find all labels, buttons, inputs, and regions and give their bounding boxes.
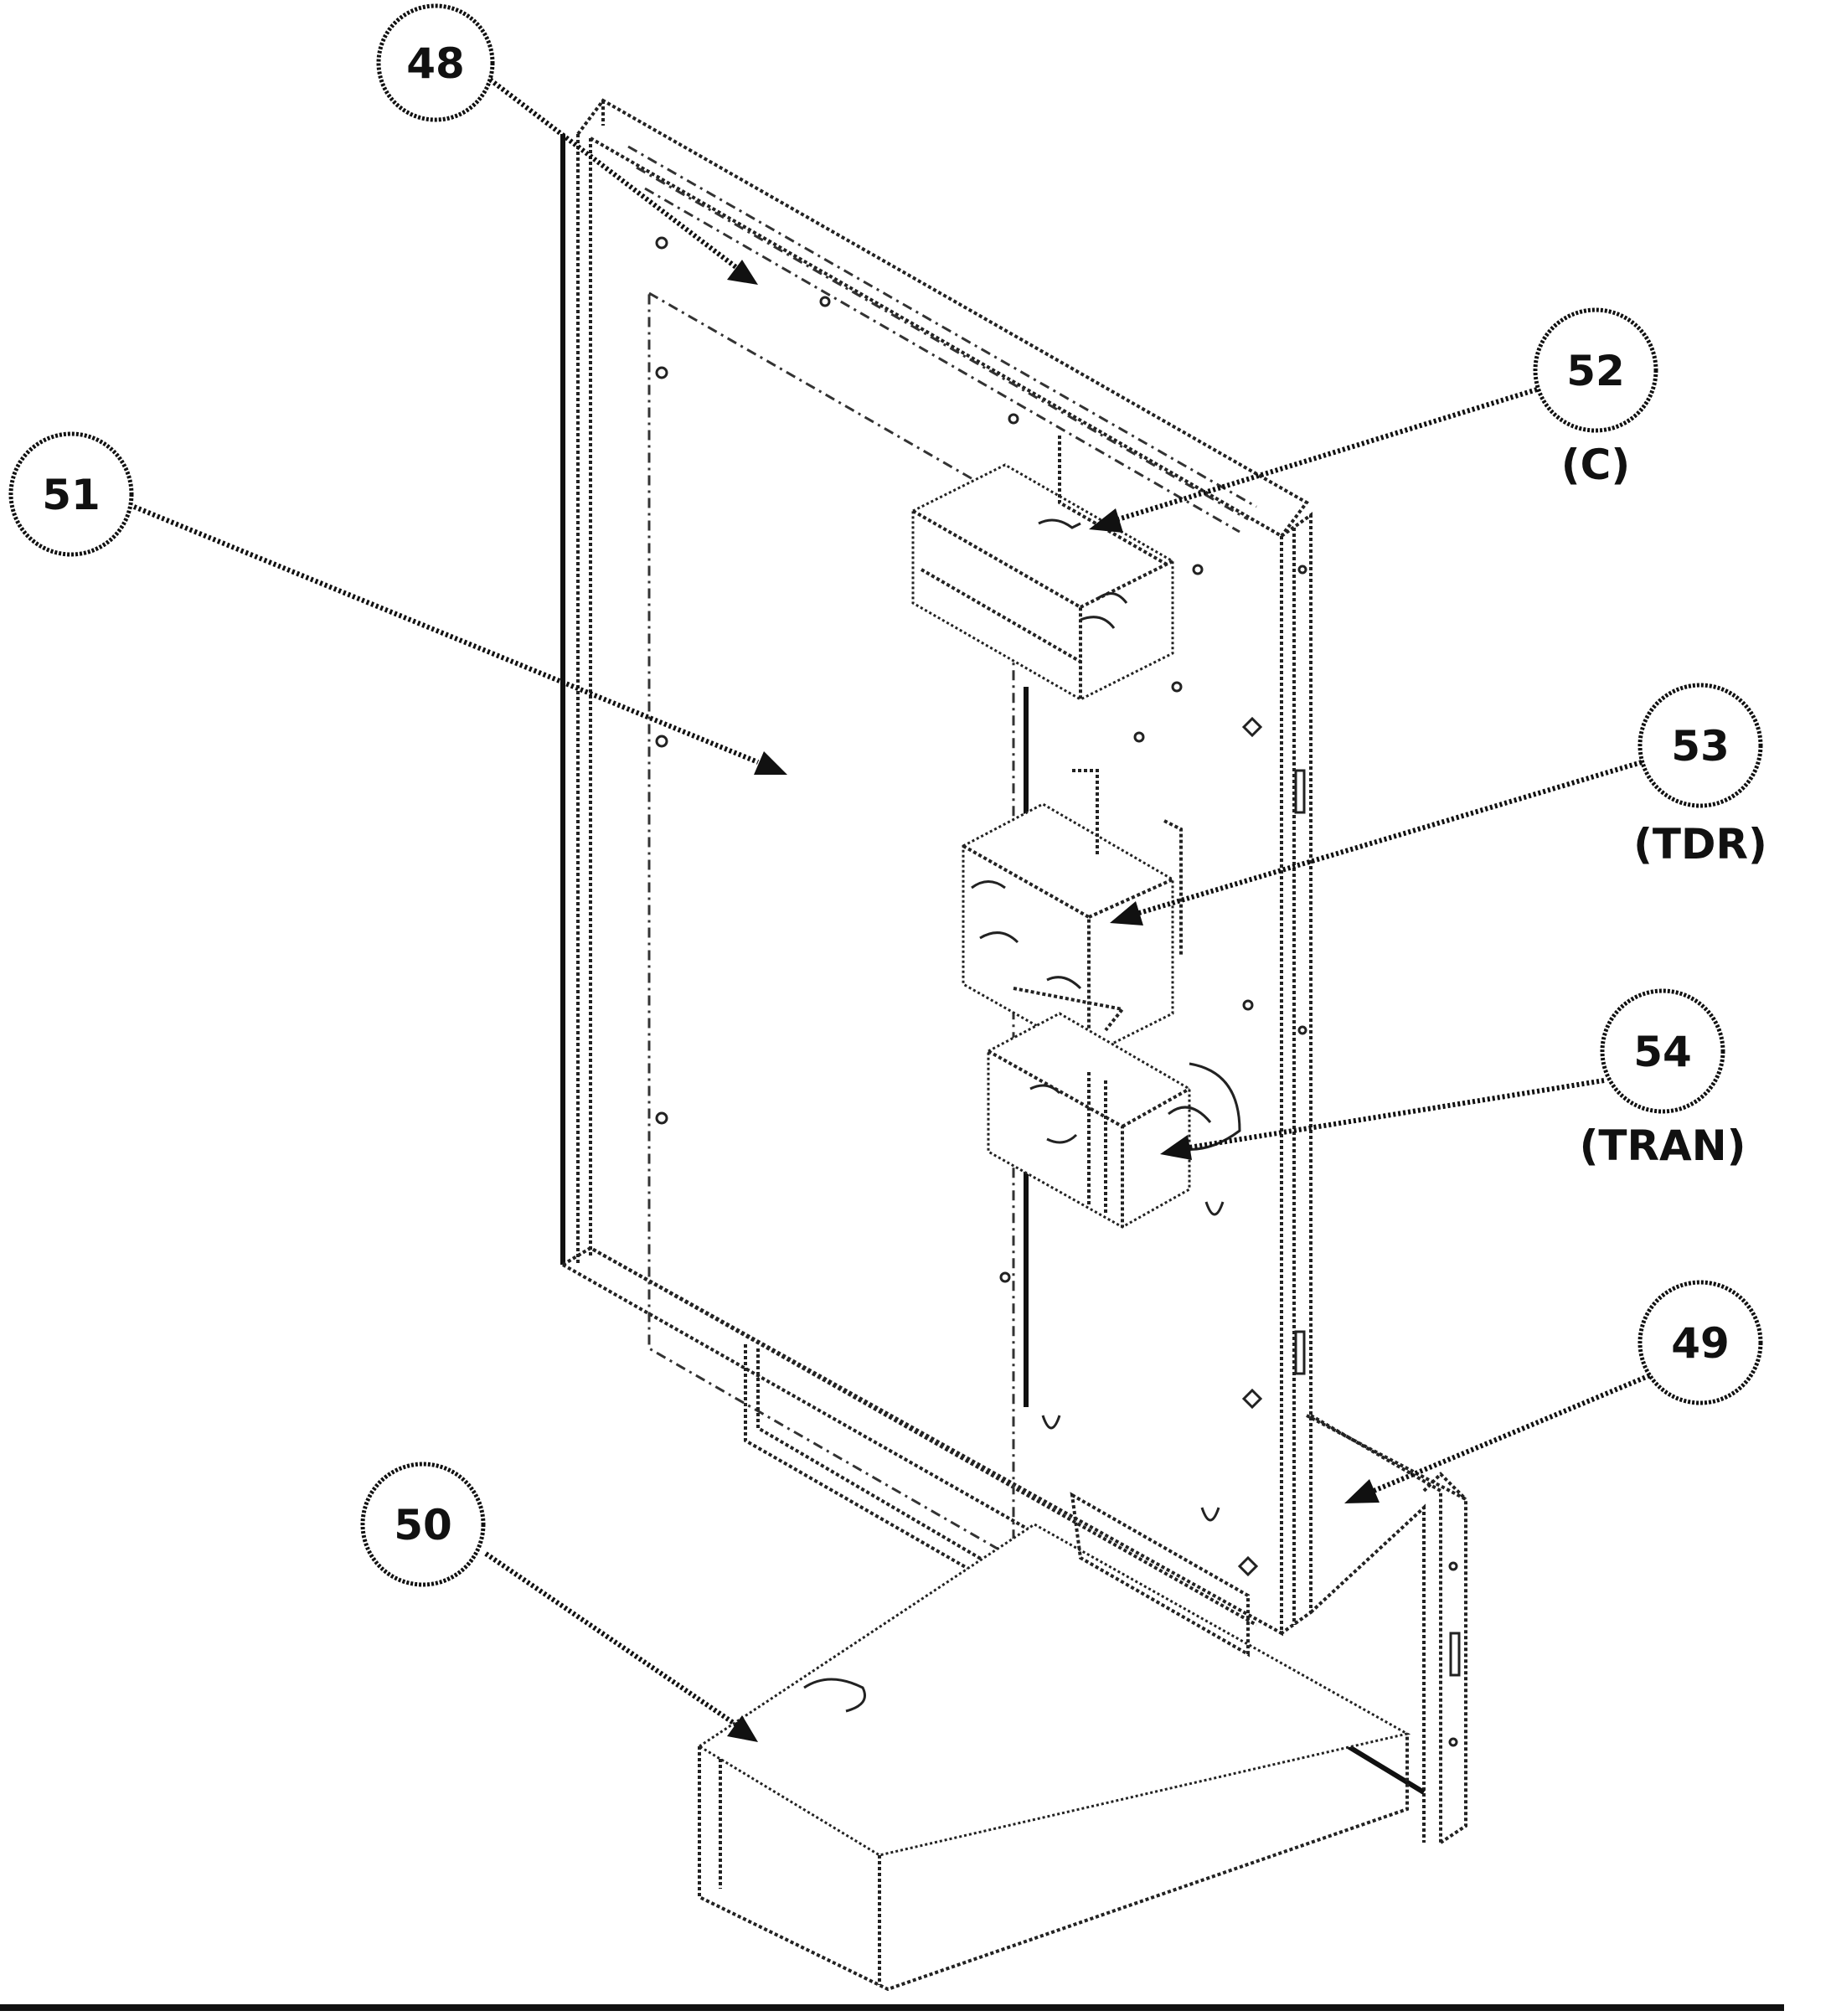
- svg-text:49: 49: [1671, 1319, 1730, 1368]
- svg-text:51: 51: [42, 471, 101, 519]
- callout-49: 49: [1637, 1280, 1763, 1405]
- callout-code-54: (TRAN): [1580, 1121, 1746, 1170]
- callout-54: 54 (TRAN): [1580, 988, 1746, 1170]
- callout-52: 52 (C): [1533, 307, 1658, 489]
- leader-lines: [132, 77, 1656, 1742]
- callout-53: 53 (TDR): [1633, 683, 1767, 869]
- base-pan: [697, 1492, 1411, 1992]
- back-panel: [560, 98, 1313, 1656]
- transformer: [987, 1012, 1241, 1229]
- callout-code-52: (C): [1561, 441, 1630, 489]
- svg-text:53: 53: [1671, 722, 1730, 771]
- svg-text:52: 52: [1566, 347, 1625, 395]
- callout-50: 50: [360, 1462, 486, 1587]
- bottom-rule: [0, 2004, 1784, 2011]
- svg-text:48: 48: [406, 39, 465, 88]
- svg-text:50: 50: [394, 1501, 452, 1549]
- callout-51: 51: [8, 431, 134, 557]
- callout-48: 48: [376, 3, 495, 122]
- callout-code-53: (TDR): [1633, 820, 1767, 869]
- contactor: [911, 436, 1174, 701]
- svg-text:54: 54: [1633, 1028, 1692, 1076]
- time-delay-relay: [962, 769, 1183, 1057]
